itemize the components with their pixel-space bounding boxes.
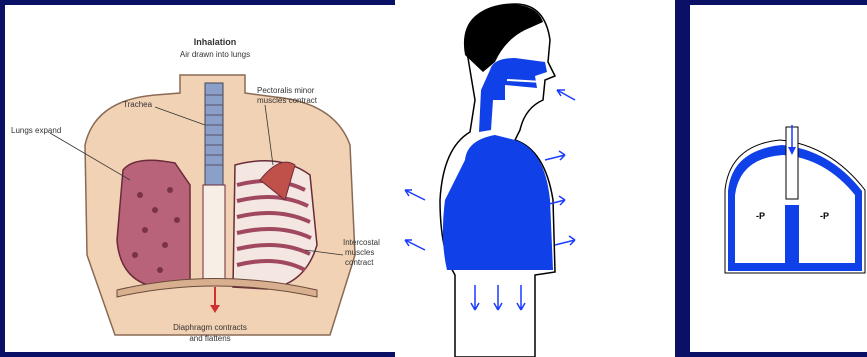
silhouette-illustration [395, 0, 675, 357]
intercostal-label-3: contract [345, 258, 374, 267]
trachea-label: Trachea [123, 100, 153, 109]
model-panel: -P -P [690, 5, 867, 352]
trachea-shape [205, 83, 223, 193]
anatomy-illustration: Inhalation Air drawn into lungs Trachea … [5, 5, 405, 352]
silhouette-panel [395, 0, 675, 357]
title-label: Inhalation [194, 37, 237, 47]
intercostal-label-1: Intercostal [343, 238, 380, 247]
mediastinum [785, 205, 799, 263]
sternum [203, 185, 225, 280]
intercostal-label-2: muscles [345, 248, 374, 257]
lungs-label: Lungs expand [11, 126, 61, 135]
diaphragm-label-1: Diaphragm contracts [173, 323, 247, 332]
diaphragm-floor [728, 263, 862, 271]
diaphragm-label-2: and flattens [189, 334, 230, 343]
pectoralis-label-1: Pectoralis minor [257, 86, 315, 95]
subtitle-label: Air drawn into lungs [180, 50, 250, 59]
lung-model-illustration: -P -P [690, 5, 867, 352]
anatomy-panel: Inhalation Air drawn into lungs Trachea … [5, 5, 405, 352]
left-pressure-label: -P [756, 211, 765, 221]
pectoralis-label-2: muscles contract [257, 96, 318, 105]
right-pressure-label: -P [820, 211, 829, 221]
